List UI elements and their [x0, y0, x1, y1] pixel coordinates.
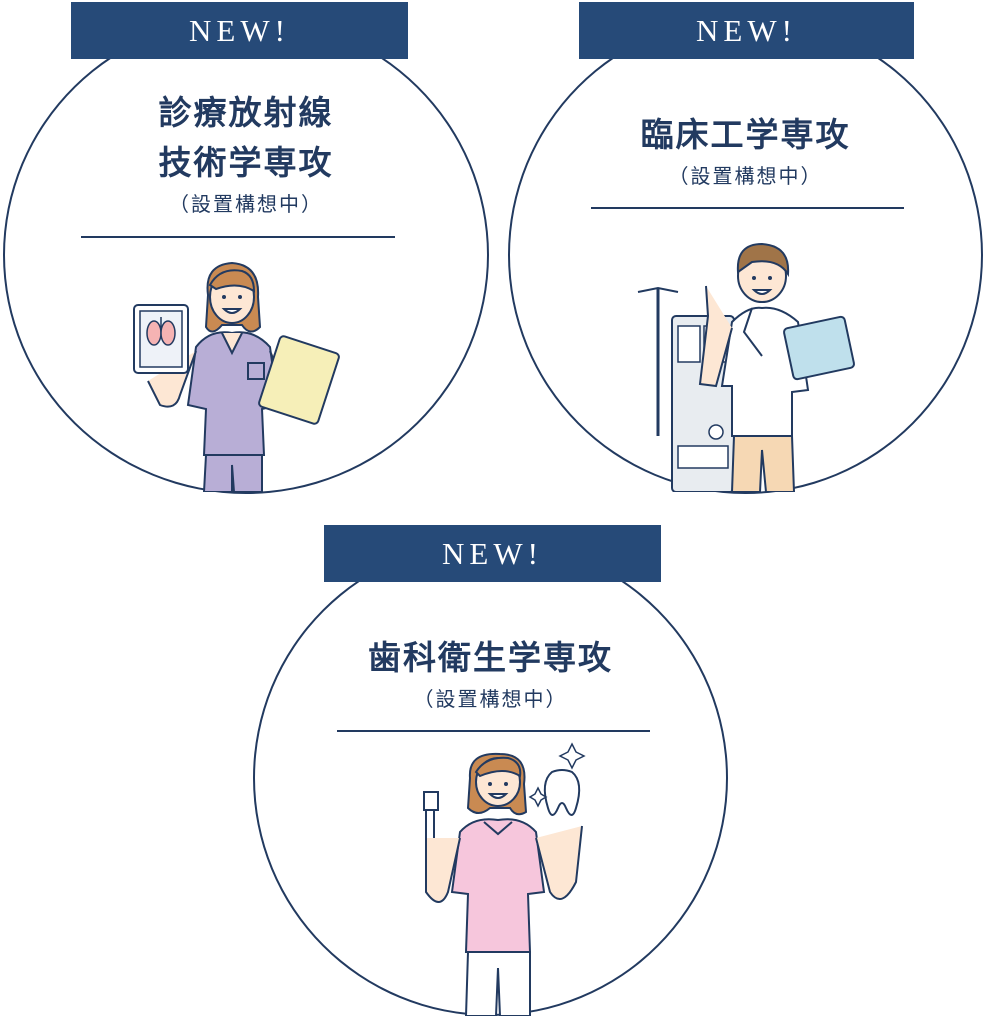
program-title-line1: 歯科衛生学専攻 [368, 638, 613, 677]
divider [81, 236, 395, 238]
program-title-line2: 技術学専攻 [158, 143, 334, 182]
divider [591, 207, 904, 209]
divider [337, 730, 650, 732]
program-subtitle: （設置構想中） [169, 192, 323, 216]
new-badge: NEW! [324, 525, 661, 582]
program-subtitle: （設置構想中） [668, 164, 823, 188]
program-title-line1: 診療放射線 [158, 93, 334, 132]
radiology-tech-illustration [133, 261, 340, 492]
new-badge: NEW! [71, 2, 408, 59]
program-title-line1: 臨床工学専攻 [640, 115, 851, 154]
clinical-engineer-illustration [637, 242, 855, 492]
dental-hygienist-illustration [423, 742, 586, 1016]
new-badge: NEW! [579, 2, 914, 59]
program-subtitle: （設置構想中） [413, 687, 568, 711]
